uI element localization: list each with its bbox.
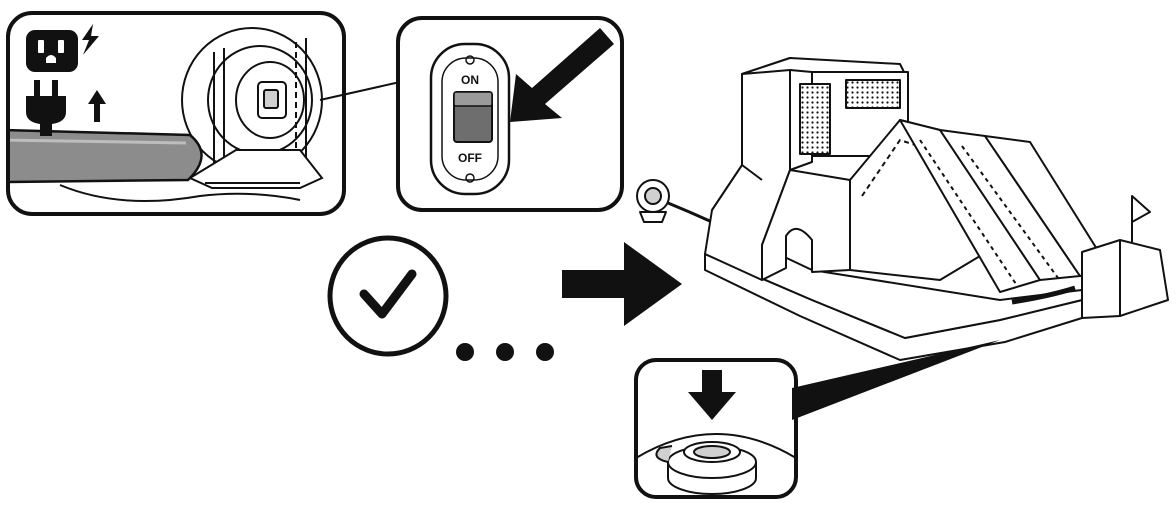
mesh-panel-left [799, 83, 831, 155]
mesh-panel-back [845, 79, 901, 109]
lightning-bolt-icon [82, 24, 99, 55]
electrical-outlet-icon [26, 30, 78, 72]
blower-panel [6, 11, 346, 216]
power-switch: ON OFF [429, 42, 511, 196]
valve-callout-wedge [792, 340, 1000, 420]
check-circle-icon [327, 235, 449, 357]
inflation-valve [655, 441, 757, 495]
arrow-right-icon [562, 242, 682, 326]
callout-connector [319, 81, 401, 101]
valve-panel [634, 358, 798, 499]
inflatable-slide [636, 57, 1169, 361]
slide-flag [1131, 195, 1151, 242]
ellipsis-icon [456, 343, 554, 361]
arrow-down-icon [688, 370, 736, 420]
blower-unit [181, 27, 324, 189]
switch-off-label: OFF [458, 151, 482, 165]
slide-hose [1011, 285, 1076, 305]
power-cord [59, 184, 301, 202]
pointer-arrow [510, 28, 614, 122]
switch-on-label: ON [461, 73, 479, 87]
arrow-up-icon [88, 90, 106, 122]
slide-splash-pool [1081, 239, 1169, 319]
power-plug-icon [26, 80, 66, 136]
switch-panel: ON OFF [396, 16, 624, 212]
blower-hose [8, 128, 203, 184]
external-blower [636, 179, 713, 224]
